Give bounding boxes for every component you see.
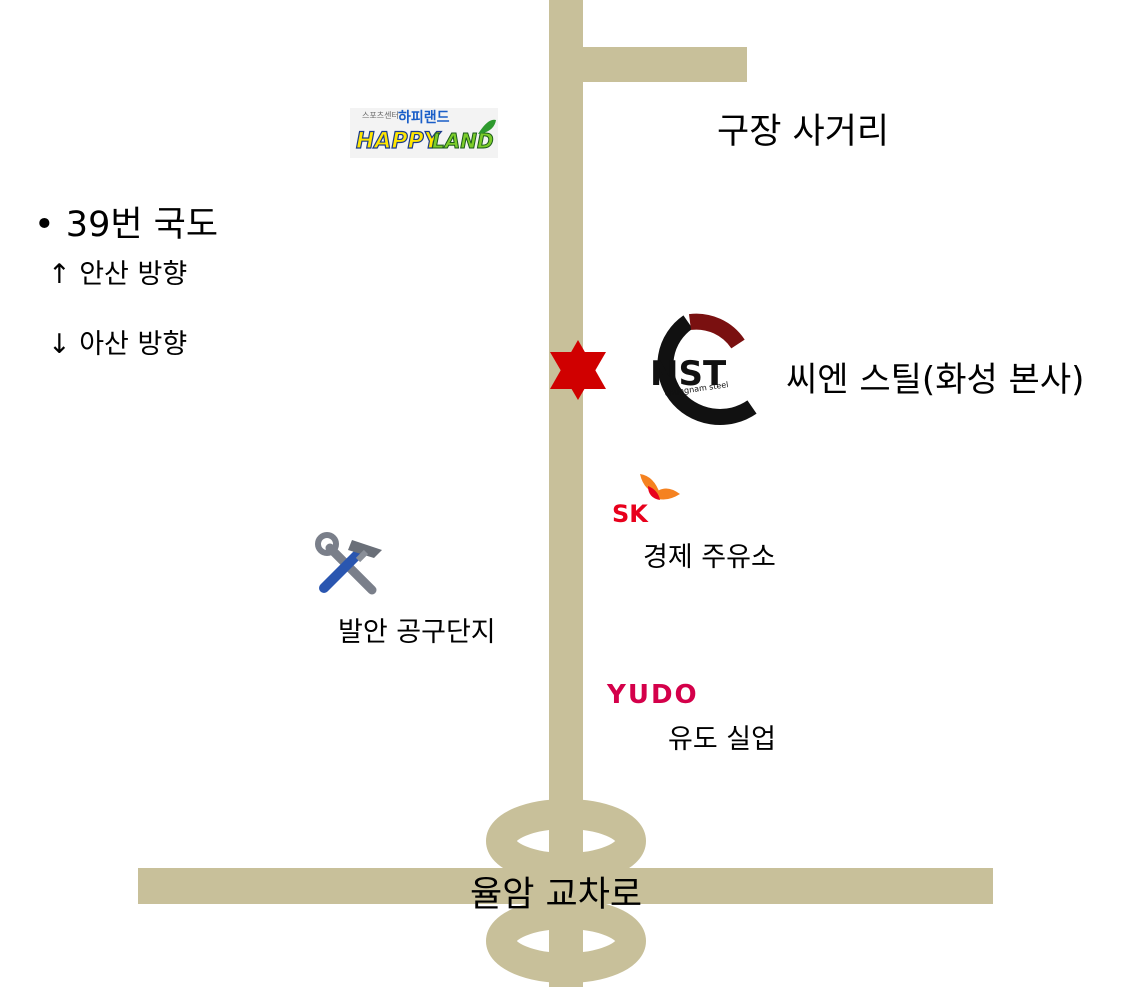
south-direction-row: ↓ 아산 방향: [48, 322, 187, 361]
north-direction-label: 안산 방향: [79, 259, 188, 290]
star-marker-icon: [550, 340, 606, 400]
cnsteel-label: 씨엔 스틸(화성 본사): [786, 360, 1085, 400]
nst-logo: NST chungnam steel: [650, 313, 757, 425]
south-direction-label: 아산 방향: [79, 329, 188, 360]
tools-icon: [315, 532, 382, 595]
main-road-vertical: [549, 0, 583, 987]
sk-logo: SK: [612, 474, 680, 528]
happyland-word-happy: HAPPY: [356, 129, 442, 154]
happyland-top-text: 하피랜드: [398, 109, 450, 126]
sk-logo-text: SK: [612, 500, 649, 528]
yudo-label: 유도 실업: [668, 724, 776, 755]
north-side-road: [549, 47, 747, 82]
happyland-logo: 스포츠센터 하피랜드 HAPPY LAND: [350, 108, 498, 158]
happyland-small-text: 스포츠센터: [362, 110, 399, 120]
yudo-logo: YUDO: [606, 680, 699, 710]
bullet: •: [34, 205, 55, 245]
leaf-icon: [478, 119, 496, 134]
nst-logo-text: NST: [650, 354, 727, 394]
horizontal-road: [138, 868, 993, 904]
happyland-word-land: LAND: [432, 129, 494, 153]
up-arrow-icon: ↑: [48, 259, 71, 290]
route-heading: • 39번 국도: [34, 196, 218, 247]
interchange-label: 율암 교차로: [470, 875, 643, 915]
sk-station-label: 경제 주유소: [643, 542, 776, 573]
tools-complex-label: 발안 공구단지: [338, 617, 496, 648]
down-arrow-icon: ↓: [48, 329, 71, 360]
north-intersection-label: 구장 사거리: [717, 112, 890, 152]
north-direction-row: ↑ 안산 방향: [48, 252, 187, 291]
route-name: 39번 국도: [65, 205, 219, 245]
